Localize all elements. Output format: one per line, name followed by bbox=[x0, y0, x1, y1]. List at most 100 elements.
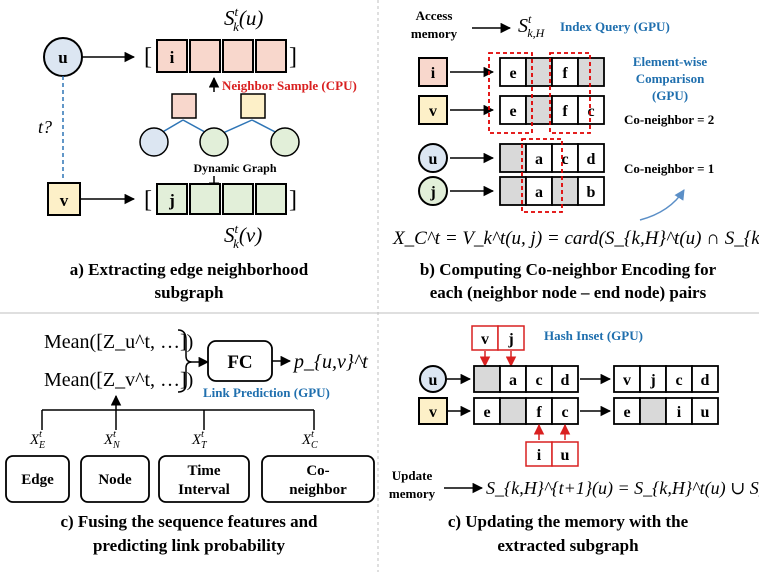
insert-cell-label: i bbox=[537, 447, 542, 464]
caption-c-line2: predicting link probability bbox=[93, 536, 286, 555]
elementwise-line1: Element-wise bbox=[633, 54, 708, 69]
feature-box bbox=[158, 455, 250, 503]
feature-box bbox=[80, 455, 150, 503]
index-query-label: Index Query (GPU) bbox=[560, 19, 670, 34]
bracket-close: ] bbox=[289, 187, 297, 213]
compare-box-e bbox=[488, 52, 533, 134]
cell-empty bbox=[255, 183, 287, 215]
row-node bbox=[418, 143, 448, 173]
updated-cell-label: i bbox=[677, 404, 682, 421]
feature-box-label: Interval bbox=[178, 482, 230, 498]
list-cell bbox=[525, 95, 553, 125]
row-node bbox=[418, 95, 448, 125]
cell-j-label: j bbox=[168, 191, 175, 210]
node-u-label: u bbox=[58, 48, 67, 67]
updated-cell-label: e bbox=[623, 404, 630, 421]
row-node bbox=[418, 176, 448, 206]
memory-cell-label: d bbox=[561, 372, 570, 389]
updated-cell-label: j bbox=[649, 372, 655, 389]
neighbor-sample-label: Neighbor Sample (CPU) bbox=[222, 78, 357, 93]
graph-node bbox=[139, 127, 169, 157]
cell-empty bbox=[189, 183, 221, 215]
insert-cell-label: j bbox=[507, 331, 513, 348]
list-cell bbox=[551, 57, 579, 87]
updated-cell-label: c bbox=[675, 372, 682, 389]
node-v-label: v bbox=[60, 191, 69, 210]
bracket-close: ] bbox=[289, 44, 297, 70]
list-cell-label: d bbox=[587, 151, 596, 168]
list-cell bbox=[525, 176, 553, 206]
memory-cell bbox=[499, 365, 527, 393]
list-cell bbox=[499, 57, 527, 87]
cell-empty bbox=[189, 39, 221, 73]
list-cell-label: f bbox=[562, 65, 568, 82]
updated-cell bbox=[665, 397, 693, 425]
cell-i-label: i bbox=[170, 48, 175, 67]
list-cell-label: e bbox=[509, 65, 516, 82]
coneighbor-2-label: Co-neighbor = 2 bbox=[624, 112, 714, 127]
graph-neighbor-yellow bbox=[240, 93, 266, 119]
mean-u-label: Mean([Z_u^t, …]) bbox=[44, 331, 193, 353]
memory-cell bbox=[473, 365, 501, 393]
fc-label: FC bbox=[227, 352, 252, 373]
cell-j bbox=[156, 183, 188, 215]
link-prediction-label: Link Prediction (GPU) bbox=[203, 385, 330, 400]
memory-cell-label: c bbox=[535, 372, 542, 389]
coneighbor-1-label: Co-neighbor = 1 bbox=[624, 161, 714, 176]
feature-box-label: Node bbox=[98, 472, 132, 488]
memory-cell-label: f bbox=[536, 404, 542, 421]
dynamic-graph-label: Dynamic Graph bbox=[193, 161, 276, 175]
memory-cell bbox=[473, 397, 501, 425]
feature-box bbox=[5, 455, 70, 503]
updated-cell bbox=[639, 365, 667, 393]
t-question-label: t? bbox=[38, 117, 52, 137]
updated-cell bbox=[691, 397, 719, 425]
arrow-to-coneighbor bbox=[639, 189, 685, 221]
caption-d-line1: c) Updating the memory with the bbox=[448, 512, 689, 531]
memory-cell-label: a bbox=[509, 372, 517, 389]
row-node bbox=[419, 365, 447, 393]
list-cell-label: a bbox=[535, 184, 543, 201]
caption-d-line2: extracted subgraph bbox=[497, 536, 639, 555]
cell-empty bbox=[222, 183, 254, 215]
list-cell-label: c bbox=[561, 151, 568, 168]
list-cell bbox=[551, 95, 579, 125]
list-cell bbox=[577, 143, 605, 173]
caption-b-line1: b) Computing Co-neighbor Encoding for bbox=[420, 260, 717, 279]
memory-cell bbox=[551, 397, 579, 425]
list-cell bbox=[551, 176, 579, 206]
list-cell bbox=[499, 95, 527, 125]
memory-cell-label: c bbox=[561, 404, 568, 421]
insert-cell bbox=[525, 441, 553, 467]
insert-cell-label: v bbox=[481, 331, 489, 348]
updated-cell-label: u bbox=[701, 404, 710, 421]
row-node bbox=[418, 57, 448, 87]
caption-b-line2: each (neighbor node – end node) pairs bbox=[430, 283, 707, 302]
mean-v-label: Mean([Z_v^t, …]) bbox=[44, 369, 193, 391]
list-cell bbox=[525, 57, 553, 87]
feature-box-label: Co- bbox=[306, 463, 329, 479]
list-cell bbox=[525, 143, 553, 173]
updated-cell bbox=[613, 397, 641, 425]
feature-box-label: neighbor bbox=[289, 482, 347, 498]
list-cell-label: a bbox=[535, 151, 543, 168]
memory-cell-label: e bbox=[483, 404, 490, 421]
caption-c-line1: c) Fusing the sequence features and bbox=[60, 512, 318, 531]
row-node-label: j bbox=[429, 184, 435, 201]
list-cell bbox=[577, 95, 605, 125]
row-node-label: u bbox=[429, 151, 438, 168]
list-cell-label: b bbox=[587, 184, 596, 201]
list-cell-label: f bbox=[562, 103, 568, 120]
list-cell bbox=[551, 143, 579, 173]
updated-cell bbox=[639, 397, 667, 425]
row-node-label: i bbox=[431, 65, 436, 82]
feature-box-label: Edge bbox=[21, 472, 54, 488]
